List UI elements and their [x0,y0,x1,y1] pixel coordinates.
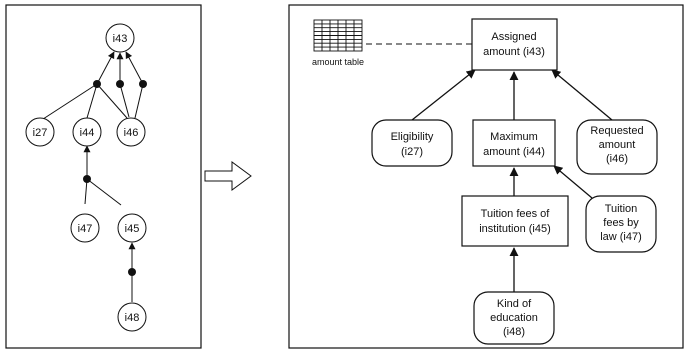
requested-line3: (i46) [606,153,628,165]
assigned-line2: amount (i43) [483,46,545,58]
right-panel-frame [288,4,684,349]
tuition-law-box [585,195,657,253]
edge-eligibility-assigned [411,69,476,121]
maximum-line1: Maximum [490,131,538,143]
junction-dot [139,80,147,88]
node-i27-circle [25,117,55,147]
node-i45-circle [117,213,147,243]
maximum-amount-box [472,119,556,167]
node-i43-label: i43 [113,33,128,45]
tuition-institution-line2: institution (i45) [479,223,551,235]
node-i45-label: i45 [125,223,140,235]
requested-line1: Requested [590,125,643,137]
kind-education-line2: education [490,312,538,324]
eligibility-line2: (i27) [401,146,423,158]
edge-tuition-law-maximum [553,165,593,199]
tuition-law-line1: Tuition [605,203,638,215]
transform-arrow-icon [204,161,252,191]
junction-dot [93,80,101,88]
junction-dot [128,268,136,276]
left-graph-edges [39,51,144,302]
edge-i46-dot2 [119,83,130,118]
node-i43-circle [105,23,135,53]
junction-dot [83,175,91,183]
node-i46-circle [116,117,146,147]
tuition-institution-box [461,195,569,247]
eligibility-line1: Eligibility [391,131,434,143]
left-panel-frame [5,4,202,349]
junction-dot [116,80,124,88]
assigned-amount-box [471,18,558,71]
node-i44-circle [72,117,102,147]
node-i44-label: i44 [80,127,95,139]
left-graph-junctions [83,80,147,276]
tuition-institution-line1: Tuition fees of [481,208,551,220]
kind-education-line3: (i48) [503,326,525,338]
node-i47-label: i47 [78,223,93,235]
amount-table-label: amount table [312,57,364,67]
requested-line2: amount [599,139,636,151]
edge-i46-dot1 [96,83,128,119]
edge-i44-dot1 [86,83,98,119]
edge-i47-dot4 [84,178,88,205]
tuition-law-line2: fees by [603,217,639,229]
node-i46-label: i46 [124,127,139,139]
assigned-line1: Assigned [491,31,536,43]
node-i48-circle [117,302,147,332]
eligibility-box [371,119,453,167]
tuition-law-line3: law (i47) [600,231,642,243]
kind-education-line1: Kind of [497,298,532,310]
edge-i27-dot1 [39,83,98,122]
node-i27-label: i27 [33,127,48,139]
node-i48-label: i48 [125,312,140,324]
edge-dot1-i43 [96,51,115,85]
requested-amount-box [576,119,658,175]
edge-requested-assigned [551,69,613,121]
node-i47-circle [70,213,100,243]
right-diagram-edges [411,69,613,292]
edge-dot3-i43 [125,51,144,85]
edge-i45-dot4 [86,178,122,206]
maximum-line2: amount (i44) [483,146,545,158]
kind-education-box [473,291,555,345]
edge-i46-dot3 [134,83,144,119]
amount-table-icon [313,19,363,52]
